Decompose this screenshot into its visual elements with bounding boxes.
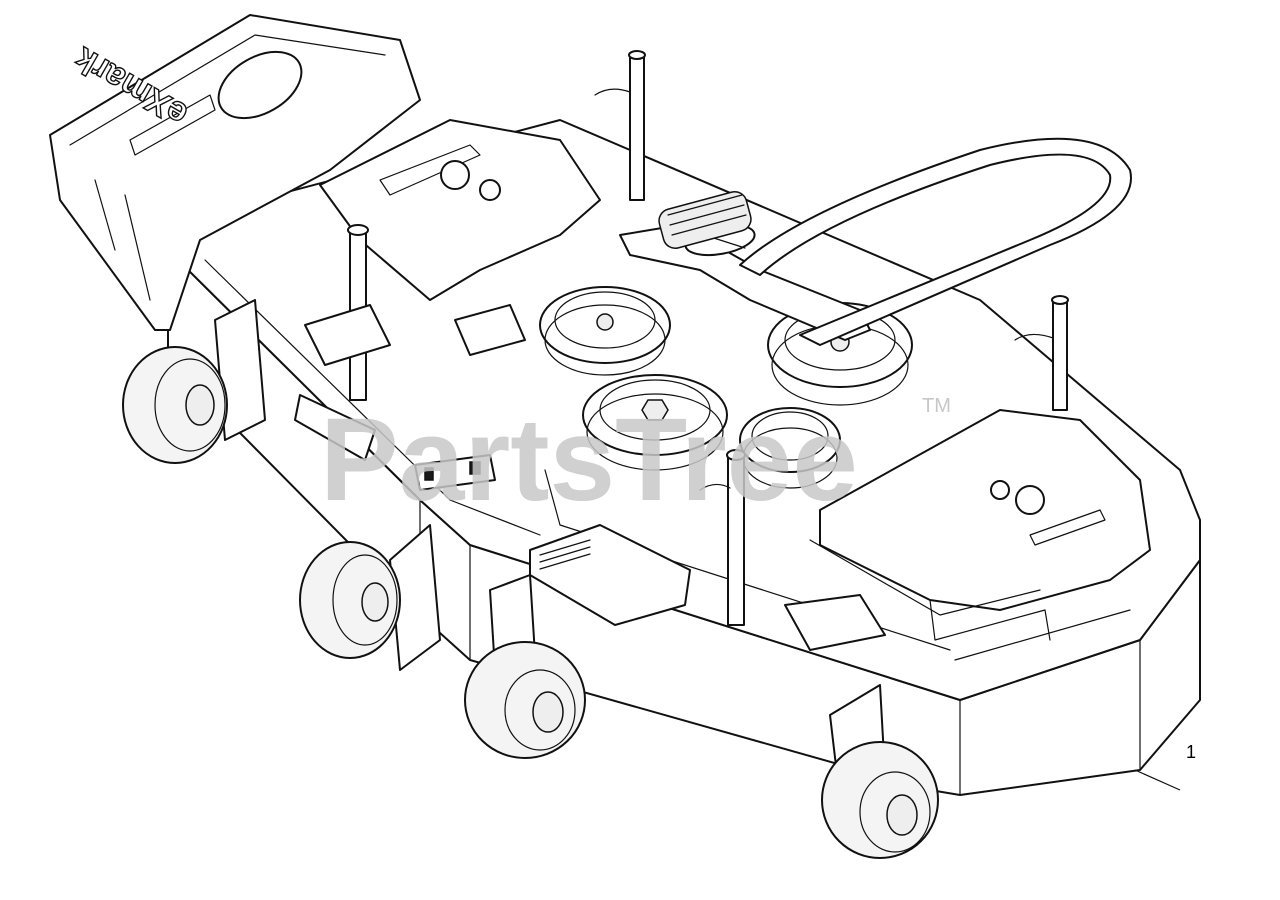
lift-pin-center — [699, 449, 746, 626]
anti-scalp-wheel-4 — [821, 741, 939, 859]
anti-scalp-wheel-1 — [122, 346, 228, 464]
callout-1-number: 1 — [1186, 742, 1196, 762]
pulley-center — [582, 374, 728, 471]
wheel-bracket-front-left — [389, 524, 441, 671]
left-spindle-cover — [49, 14, 421, 331]
anti-scalp-wheel-3 — [464, 641, 586, 759]
right-spindle-cover — [809, 409, 1151, 616]
warning-decal-center — [454, 304, 526, 356]
warning-decal-left — [304, 304, 391, 366]
spindle-warning-decal — [784, 594, 886, 651]
height-decal — [414, 454, 496, 491]
tension-spring — [658, 190, 752, 250]
drive-belt — [739, 137, 1132, 346]
lift-pin-top — [594, 50, 646, 201]
center-belt-cover — [319, 119, 601, 301]
pulley-left — [539, 286, 671, 376]
lift-pin-right — [1014, 295, 1069, 411]
pulley-right-rear — [767, 302, 913, 406]
guard-rod — [929, 599, 1051, 641]
deck-size-decal — [294, 394, 376, 461]
watermark-text: PartsTree — [320, 394, 858, 526]
anti-scalp-wheel-2 — [299, 541, 401, 659]
watermark-trademark: TM — [922, 395, 951, 417]
callout-1: 1 — [1134, 742, 1196, 791]
callout-1-leader — [1134, 769, 1181, 791]
pulley-right-front — [739, 407, 841, 489]
